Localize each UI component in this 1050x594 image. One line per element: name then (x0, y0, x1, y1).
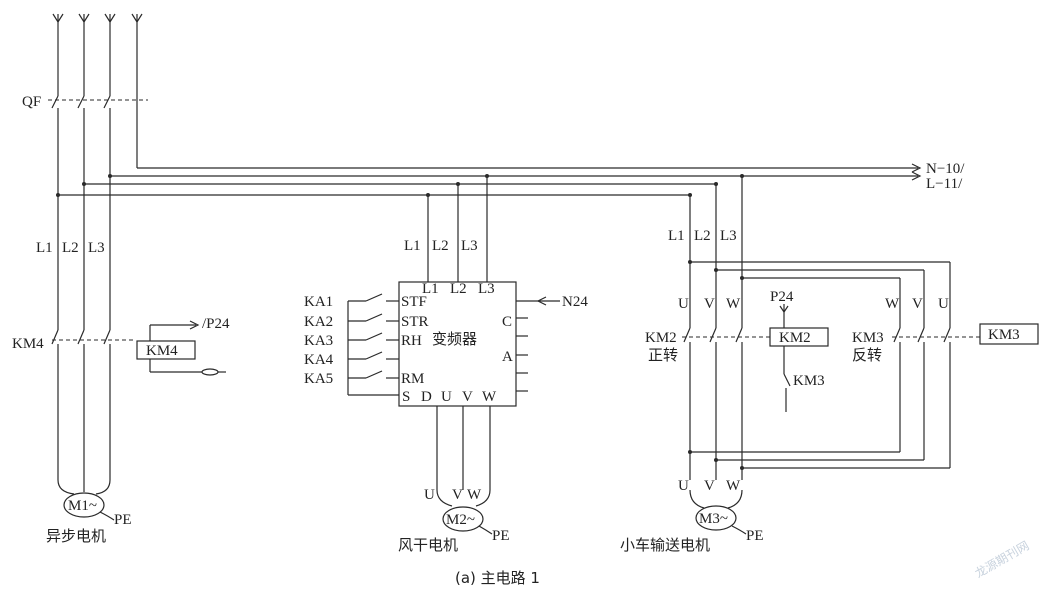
vfd-input-rm: RM (401, 371, 424, 387)
vfd-bottom-d: D (421, 389, 432, 405)
vfd-box (398, 281, 517, 407)
km4-coil (136, 340, 196, 360)
diagram-caption: (a) 主电路 1 (455, 569, 540, 587)
bus-n-label: N−10/ (926, 161, 965, 177)
km3-coil (979, 323, 1039, 345)
m3-phase-l2: L2 (694, 228, 711, 244)
motor2-symbol (442, 506, 484, 532)
vfd-input-str: STR (401, 314, 429, 330)
vfd-name: 变频器 (432, 330, 477, 348)
interlock-km3: KM3 (793, 373, 825, 389)
m3-rev-v: V (912, 296, 923, 312)
vfd-in-l2: L2 (450, 281, 467, 297)
motor1-pe: PE (114, 512, 132, 528)
motor3-label: 小车输送电机 (620, 536, 710, 554)
m2-u: U (424, 487, 435, 503)
relay-ka2: KA2 (304, 314, 333, 330)
motor2-label: 风干电机 (398, 536, 458, 554)
relay-ka3: KA3 (304, 333, 333, 349)
vfd-in-l3: L3 (478, 281, 495, 297)
km4-supply-label: /P24 (202, 316, 230, 332)
m3-rev-w: W (885, 296, 900, 312)
motor2-pe: PE (492, 528, 510, 544)
km2-note: 正转 (648, 346, 678, 364)
motor1-symbol-text: M1~ (68, 498, 97, 514)
motor2-symbol-text: M2~ (446, 512, 475, 528)
vfd-phase-l1: L1 (404, 238, 421, 254)
m3-bot-w: W (726, 478, 741, 494)
vfd-input-stf: STF (401, 294, 427, 310)
motor3-symbol-text: M3~ (699, 511, 728, 527)
m1-phase-l1: L1 (36, 240, 53, 256)
supply-inputs (52, 13, 143, 168)
m2-v: V (452, 487, 463, 503)
vfd-supply: N24 (562, 294, 588, 310)
relay-ka5: KA5 (304, 371, 333, 387)
km4-contactor-label: KM4 (12, 336, 44, 352)
vfd-phase-l3: L3 (461, 238, 478, 254)
breaker-qf: QF (22, 94, 148, 330)
motor1-branch: L1 L2 L3 KM4 KM4 /P24 M1~ PE 异步电机 (12, 240, 230, 545)
m3-phase-l3: L3 (720, 228, 737, 244)
m3-rev-u: U (938, 296, 949, 312)
m3-top-u: U (678, 296, 689, 312)
motor3-pe: PE (746, 528, 764, 544)
m3-top-w: W (726, 296, 741, 312)
km3-coil-label: KM3 (988, 327, 1020, 343)
vfd-branch: L1 L2 L3 L1 L2 L3 变频器 STF STR RH RM S D … (304, 174, 588, 554)
relay-ka4: KA4 (304, 352, 334, 368)
vfd-phase-l2: L2 (432, 238, 449, 254)
km3-label: KM3 (852, 330, 884, 346)
vfd-input-rh: RH (401, 333, 422, 349)
vfd-right-a: A (502, 349, 513, 365)
km2-label: KM2 (645, 330, 677, 346)
motor3-symbol (695, 505, 737, 531)
km4-coil-label: KM4 (146, 343, 178, 359)
vfd-bottom-v: V (462, 389, 473, 405)
m1-phase-l2: L2 (62, 240, 79, 256)
m3-bot-v: V (704, 478, 715, 494)
breaker-label: QF (22, 94, 41, 110)
km3-note: 反转 (852, 346, 882, 364)
motor1-symbol (63, 492, 105, 518)
motor1-label: 异步电机 (46, 527, 106, 545)
m3-bot-u: U (678, 478, 689, 494)
m2-w: W (467, 487, 482, 503)
buses: N−10/ L−11/ (56, 161, 965, 197)
km2-coil (769, 327, 829, 347)
m1-phase-l3: L3 (88, 240, 105, 256)
vfd-bottom-u: U (441, 389, 452, 405)
m3-top-v: V (704, 296, 715, 312)
km2-coil-label: KM2 (779, 330, 811, 346)
motor3-branch: L1 L2 L3 U V W W V U KM2 正转 KM2 P24 KM3 … (620, 174, 1039, 554)
vfd-right-c: C (502, 314, 512, 330)
vfd-bottom-s: S (402, 389, 410, 405)
m3-phase-l1: L1 (668, 228, 685, 244)
relay-ka1: KA1 (304, 294, 333, 310)
bus-l-label: L−11/ (926, 176, 963, 192)
vfd-in-l1: L1 (422, 281, 439, 297)
vfd-bottom-w: W (482, 389, 497, 405)
watermark: 龙源期刊网 (973, 538, 1032, 580)
p24-label: P24 (770, 289, 794, 305)
